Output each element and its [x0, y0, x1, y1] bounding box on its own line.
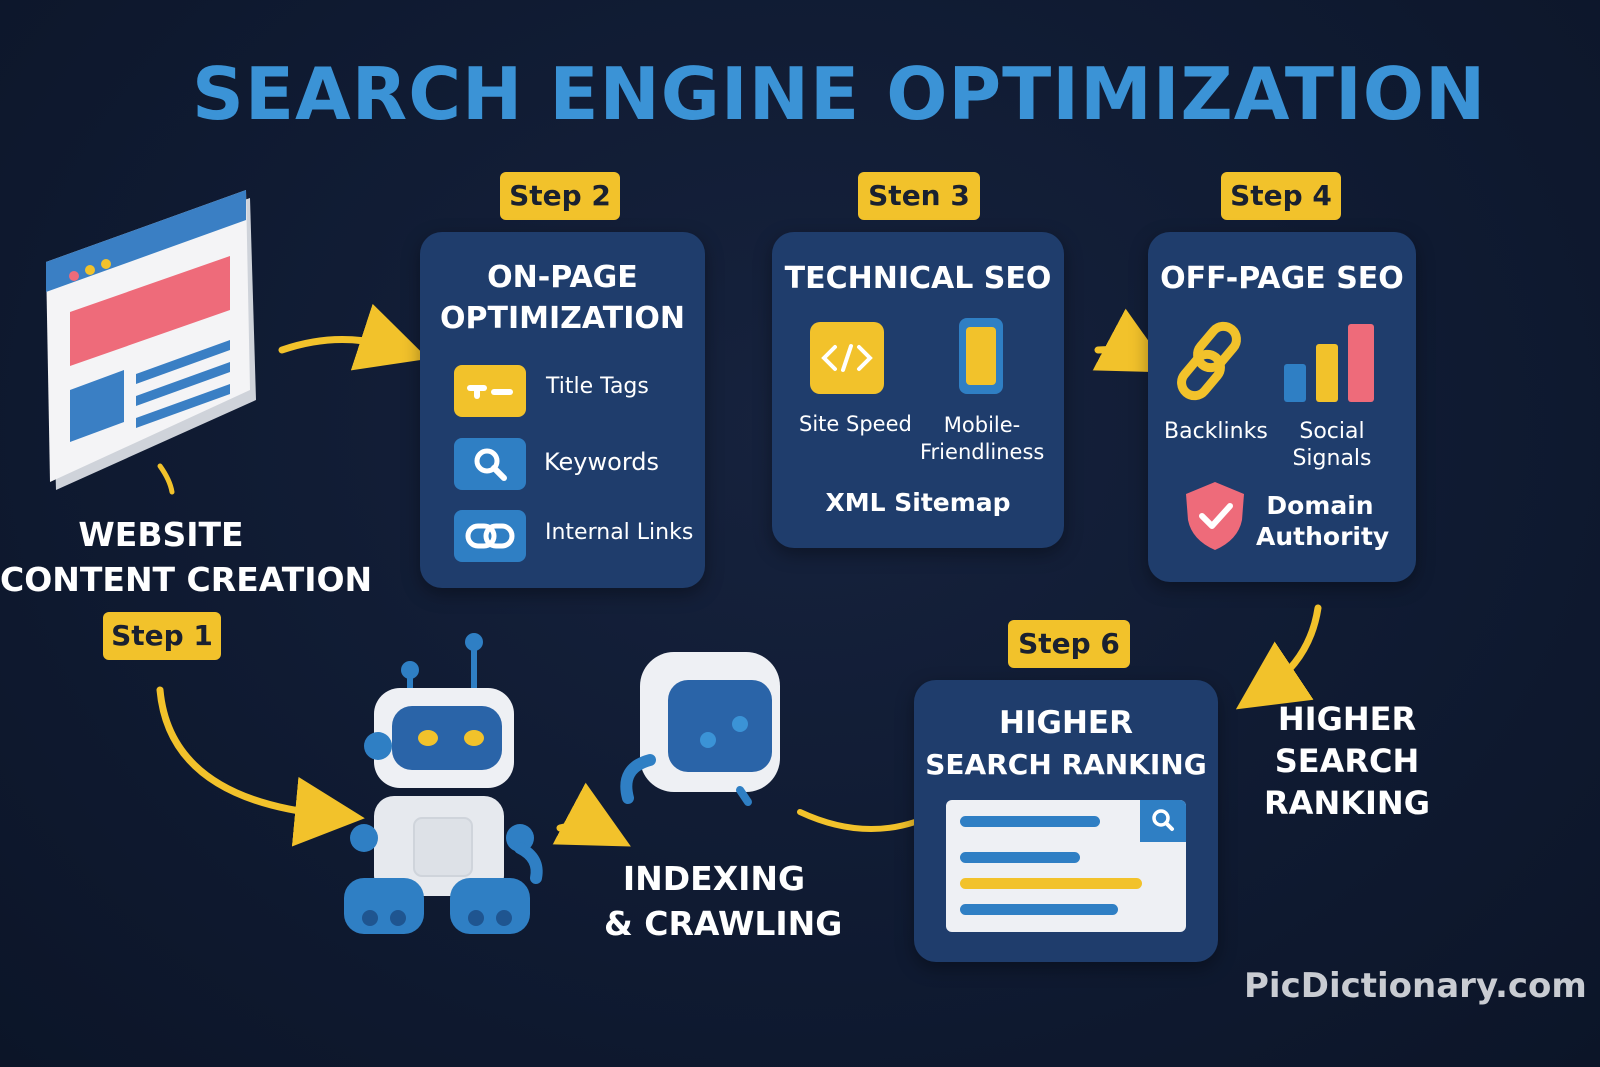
search-results-mockup — [946, 800, 1186, 932]
search-icon — [1140, 800, 1186, 842]
title-tags-label: Title Tags — [546, 374, 649, 399]
step3-badge: Sten 3 — [858, 172, 980, 220]
site-speed-label: Site Speed — [799, 412, 912, 436]
tick-step1 — [157, 463, 175, 495]
result-line — [960, 852, 1080, 863]
step6-title-line1: HIGHER — [999, 705, 1133, 741]
domain-label-line2: Authority — [1256, 522, 1390, 551]
mobile-phone-icon — [959, 318, 1003, 394]
step2-title: ON-PAGE OPTIMIZATION — [420, 257, 705, 339]
link-icon — [454, 510, 526, 562]
domain-label-line1: Domain — [1266, 491, 1374, 520]
step2-title-line2: OPTIMIZATION — [439, 301, 685, 336]
step6-card: HIGHER SEARCH RANKING — [914, 680, 1218, 962]
mobile-friendliness-label: Mobile- Friendliness — [920, 412, 1044, 466]
social-label-line1: Social — [1299, 419, 1365, 444]
indexing-label-line1: INDEXING — [622, 859, 806, 898]
indexing-bot-icon — [620, 652, 780, 806]
mobile-label-line2: Friendliness — [920, 440, 1045, 464]
step6-badge: Step 6 — [1008, 620, 1130, 668]
arrow-step4-to-step6 — [1235, 604, 1322, 710]
indexing-crawling-label: INDEXING & CRAWLING — [604, 856, 843, 946]
domain-authority-label: Domain Authority — [1256, 490, 1390, 552]
arrow-step1-to-robot — [156, 686, 365, 847]
website-browser-icon — [46, 190, 256, 490]
keywords-label: Keywords — [544, 448, 660, 476]
result-line — [960, 904, 1118, 915]
backlinks-label: Backlinks — [1164, 419, 1268, 444]
step1-label-line1: WEBSITE — [78, 515, 244, 554]
title-tag-icon — [454, 365, 526, 417]
step3-card: TECHNICAL SEO Site Speed Mobile- Friendl… — [772, 232, 1064, 548]
step4-card: OFF-PAGE SEO Backlinks Social Signals Do… — [1148, 232, 1416, 582]
step1-badge: Step 1 — [103, 612, 221, 660]
step1-label-line2: CONTENT CREATION — [0, 560, 373, 599]
step6-title: HIGHER SEARCH RANKING — [914, 703, 1218, 785]
social-signals-label: Social Signals — [1278, 418, 1386, 472]
bar-chart-icon — [1284, 324, 1374, 402]
internal-links-label: Internal Links — [545, 520, 694, 545]
magnifier-icon — [454, 438, 526, 490]
xml-sitemap-label: XML Sitemap — [825, 488, 1011, 517]
crawler-robot-icon — [344, 633, 543, 934]
chain-link-icon — [1177, 321, 1241, 401]
mobile-label-line1: Mobile- — [943, 413, 1021, 437]
step1-label: WEBSITE CONTENT CREATION — [0, 512, 373, 602]
watermark: PicDictionary.com — [1244, 966, 1587, 1006]
page-title: SEARCH ENGINE OPTIMIZATION — [192, 52, 1487, 136]
line-indexing-to-step6 — [797, 809, 918, 833]
step2-title-line1: ON-PAGE — [487, 260, 638, 295]
shield-check-icon — [1186, 482, 1244, 550]
side-label-line2: SEARCH — [1274, 742, 1420, 780]
step3-title: TECHNICAL SEO — [784, 261, 1052, 296]
step2-badge: Step 2 — [500, 172, 620, 220]
side-ranking-label: HIGHER SEARCH RANKING — [1262, 698, 1432, 824]
arrow-step1-to-step2 — [278, 303, 429, 371]
step4-badge: Step 4 — [1221, 172, 1341, 220]
step6-title-line2: SEARCH RANKING — [925, 748, 1207, 781]
arrow-step3-to-step4 — [1092, 308, 1171, 373]
step2-card: ON-PAGE OPTIMIZATION Title Tags Keywords… — [420, 232, 705, 588]
social-label-line2: Signals — [1292, 446, 1372, 471]
arrow-robot-to-indexing — [552, 782, 631, 847]
side-label-line3: RANKING — [1264, 784, 1430, 822]
code-icon — [810, 322, 884, 394]
step4-title: OFF-PAGE SEO — [1160, 261, 1404, 296]
result-line — [960, 816, 1100, 827]
side-label-line1: HIGHER — [1277, 700, 1417, 738]
result-line-highlighted — [960, 878, 1142, 889]
indexing-label-line2: & CRAWLING — [604, 904, 843, 943]
